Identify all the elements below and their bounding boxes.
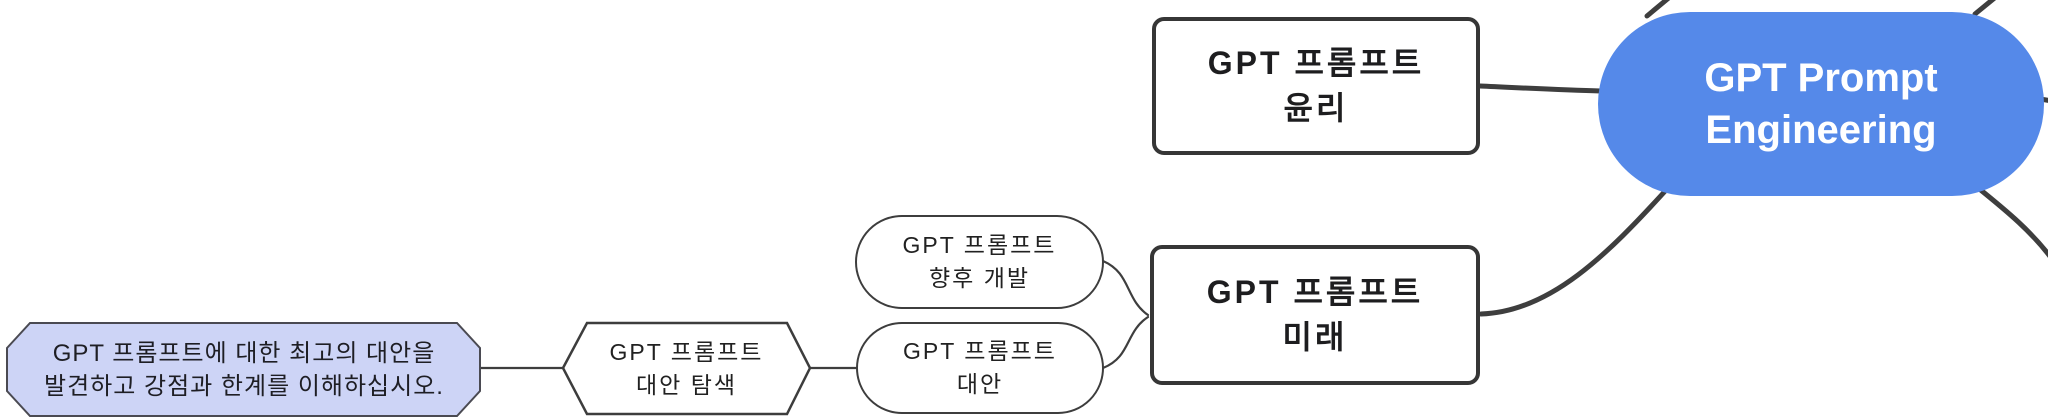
alternatives-label-line2: 대안: [956, 371, 1004, 397]
ethics-label-line2: 윤리: [1283, 90, 1349, 126]
future-label-line2: 미래: [1282, 319, 1348, 355]
explore-alternatives-label-line2: 대안 탐색: [635, 371, 738, 398]
node-root-gpt-prompt-engineering[interactable]: GPT Prompt Engineering: [1598, 12, 2044, 196]
alternatives-note-label: GPT 프롬프트에 대한 최고의 대안을 발견하고 강점과 한계를 이해하십시오…: [5, 321, 483, 418]
future-label-line1: GPT 프롬프트: [1206, 274, 1424, 310]
edge-alternatives-future: [1101, 315, 1150, 370]
edge-root-offscreen-top-left: [1644, 0, 1671, 19]
alternatives-note-line2: 발견하고 강점과 한계를 이해하십시오.: [44, 372, 444, 400]
edge-future-root: [1478, 186, 1670, 317]
future-development-label-line1: GPT 프롬프트: [902, 232, 1057, 258]
edge-root-offscreen-top-right: [1972, 0, 1997, 17]
node-gpt-prompt-alternatives[interactable]: GPT 프롬프트 대안: [856, 322, 1104, 414]
edge-root-offscreen-bottom-right: [1974, 184, 2048, 258]
node-gpt-prompt-future-development[interactable]: GPT 프롬프트 향후 개발: [855, 215, 1104, 309]
edge-ethics-root: [1477, 83, 1604, 94]
node-gpt-prompt-ethics[interactable]: GPT 프롬프트 윤리: [1152, 17, 1480, 155]
alternatives-label-line1: GPT 프롬프트: [903, 338, 1057, 364]
root-label-line1: GPT Prompt: [1704, 56, 1938, 100]
ethics-label-line1: GPT 프롬프트: [1207, 45, 1425, 81]
node-alternatives-note[interactable]: GPT 프롬프트에 대한 최고의 대안을 발견하고 강점과 한계를 이해하십시오…: [5, 321, 483, 418]
future-development-label-line2: 향후 개발: [928, 265, 1031, 291]
edge-future-development-future: [1101, 259, 1150, 317]
root-label-line2: Engineering: [1705, 108, 1937, 152]
hexagon-shape: [561, 321, 812, 416]
explore-alternatives-label-line1: GPT 프롬프트: [609, 338, 764, 365]
octagon-shape: [6, 322, 481, 417]
explore-alternatives-label: GPT 프롬프트 대안 탐색: [560, 320, 813, 417]
alternatives-note-line1: GPT 프롬프트에 대한 최고의 대안을: [52, 339, 436, 367]
node-gpt-prompt-future[interactable]: GPT 프롬프트 미래: [1150, 245, 1480, 385]
node-explore-gpt-prompt-alternatives[interactable]: GPT 프롬프트 대안 탐색: [560, 320, 813, 417]
